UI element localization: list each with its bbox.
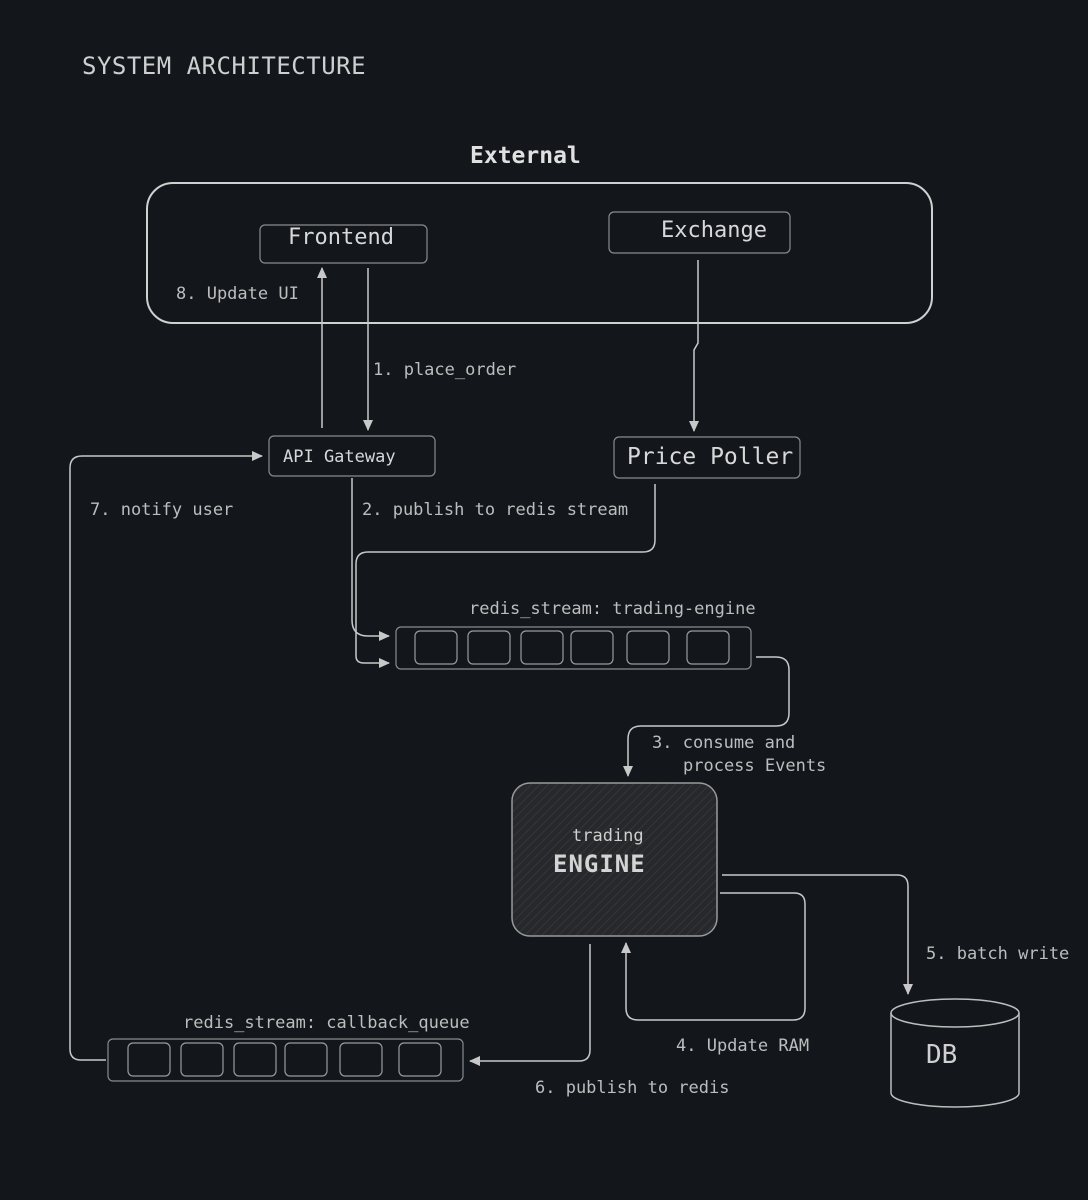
edge-notify-user bbox=[69, 451, 263, 1061]
exchange-label: Exchange bbox=[661, 218, 767, 243]
queue-slot bbox=[570, 630, 614, 665]
db-cylinder[interactable] bbox=[890, 998, 1020, 1108]
edge-consume bbox=[623, 656, 790, 777]
engine-main-label: ENGINE bbox=[553, 850, 646, 878]
price-poller-label: Price Poller bbox=[627, 444, 794, 470]
price-poller-node-box[interactable] bbox=[613, 436, 801, 479]
edge-label-notify-user: 7. notify user bbox=[90, 500, 234, 520]
queue-slot bbox=[686, 630, 730, 665]
diagram-title: SYSTEM ARCHITECTURE bbox=[82, 52, 367, 80]
queue-slot bbox=[284, 1042, 328, 1077]
queue-slot bbox=[467, 630, 511, 665]
queue-slot bbox=[233, 1042, 277, 1077]
edge-exchange-to-poller bbox=[689, 260, 699, 432]
engine-small-label: trading bbox=[572, 826, 644, 846]
queue-slot bbox=[127, 1042, 171, 1077]
callback-queue-label: redis_stream: callback_queue bbox=[183, 1013, 470, 1033]
edge-poller-to-queue bbox=[355, 484, 656, 668]
trading-engine-queue-slots bbox=[414, 630, 730, 665]
api-gateway-label: API Gateway bbox=[283, 447, 396, 467]
edge-label-update-ui: 8. Update UI bbox=[176, 284, 299, 304]
trading-engine-queue-box[interactable] bbox=[395, 626, 752, 670]
queue-slot bbox=[520, 630, 564, 665]
frontend-node-box[interactable] bbox=[259, 224, 428, 264]
queue-slot bbox=[414, 630, 458, 665]
external-group-box bbox=[146, 182, 933, 324]
api-gateway-node-box[interactable] bbox=[268, 435, 436, 477]
edge-batch-write bbox=[722, 874, 913, 995]
edge-label-consume-1: 3. consume and bbox=[652, 733, 796, 753]
edge-label-publish-stream: 2. publish to redis stream bbox=[362, 500, 629, 520]
callback-queue-box[interactable] bbox=[107, 1038, 464, 1082]
edge-label-publish-redis: 6. publish to redis bbox=[535, 1078, 730, 1098]
edge-update-ram bbox=[621, 892, 806, 1021]
exchange-node-box[interactable] bbox=[608, 211, 791, 254]
queue-slot bbox=[180, 1042, 224, 1077]
edge-label-update-ram: 4. Update RAM bbox=[676, 1036, 810, 1056]
edge-publish-redis bbox=[469, 944, 591, 1066]
edge-label-consume-2: process Events bbox=[683, 756, 827, 776]
trading-engine-queue-label: redis_stream: trading-engine bbox=[469, 599, 756, 619]
queue-slot bbox=[339, 1042, 383, 1077]
queue-slot bbox=[398, 1042, 442, 1077]
db-label: DB bbox=[926, 1040, 958, 1070]
queue-slot bbox=[626, 630, 670, 665]
callback-queue-slots bbox=[127, 1042, 442, 1077]
frontend-label: Frontend bbox=[288, 225, 394, 250]
external-group-label: External bbox=[470, 143, 581, 169]
edge-label-batch-write: 5. batch write bbox=[926, 944, 1070, 964]
engine-node-box[interactable] bbox=[511, 782, 718, 937]
edge-label-place-order: 1. place_order bbox=[373, 360, 517, 380]
